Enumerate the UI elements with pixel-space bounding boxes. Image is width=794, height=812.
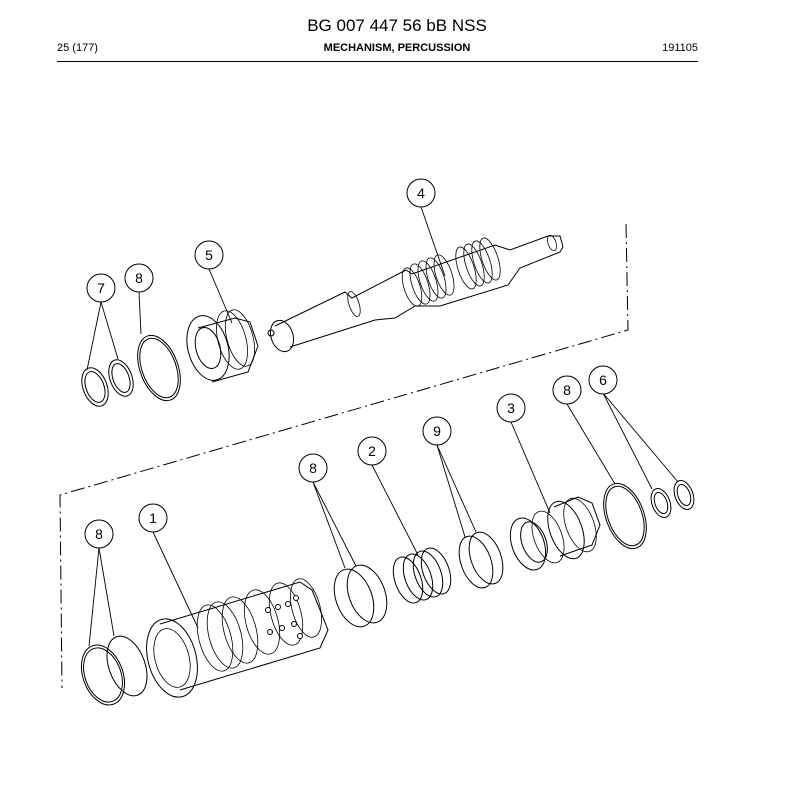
callout-9: 9 [422, 416, 452, 446]
valve-housing-3 [509, 496, 601, 571]
piston-shaft [267, 234, 564, 353]
cylinder [146, 578, 329, 698]
callout-8-d: 8 [84, 519, 114, 549]
callout-1-label: 1 [149, 510, 157, 526]
date-code: 191105 [662, 42, 698, 54]
o-ring-8-upper-large [137, 334, 181, 402]
callout-2: 2 [357, 436, 387, 466]
o-ring-8-lower-left [80, 635, 148, 706]
front-bushing [186, 309, 259, 383]
callout-7: 7 [86, 273, 116, 303]
callout-8-b-label: 8 [563, 382, 571, 398]
o-ring-8-upper [108, 359, 134, 397]
callout-8-a-label: 8 [135, 270, 143, 286]
callout-6-label: 6 [599, 372, 607, 388]
o-ring-8-middle [333, 564, 388, 628]
seal-ring-7 [81, 367, 109, 407]
seal-pack-2 [392, 547, 452, 604]
callout-5: 5 [194, 240, 224, 270]
seal-ring-9 [458, 531, 504, 589]
callout-8-b: 8 [552, 375, 582, 405]
callout-6: 6 [588, 365, 618, 395]
callout-8-c-label: 8 [309, 460, 317, 476]
callout-2-label: 2 [368, 443, 376, 459]
callout-5-label: 5 [205, 247, 213, 263]
section-title: MECHANISM, PERCUSSION [323, 42, 471, 54]
callout-4: 4 [406, 178, 436, 208]
callout-4-label: 4 [417, 185, 425, 201]
callout-9-label: 9 [433, 423, 441, 439]
header-rule [57, 61, 698, 62]
o-ring-8-right [603, 482, 647, 550]
leader-lines [86, 206, 679, 647]
callout-3: 3 [496, 393, 526, 423]
document-number: BG 007 447 56 bB NSS [307, 16, 487, 35]
callout-7-label: 7 [97, 280, 105, 296]
assembly-boundary [59, 223, 629, 689]
callout-3-label: 3 [507, 400, 515, 416]
callout-8-d-label: 8 [95, 526, 103, 542]
page-number: 25 (177) [57, 42, 98, 54]
seal-ring-6 [650, 480, 695, 518]
callout-1: 1 [138, 503, 168, 533]
callout-8-c: 8 [298, 453, 328, 483]
callout-8-a: 8 [124, 263, 154, 293]
